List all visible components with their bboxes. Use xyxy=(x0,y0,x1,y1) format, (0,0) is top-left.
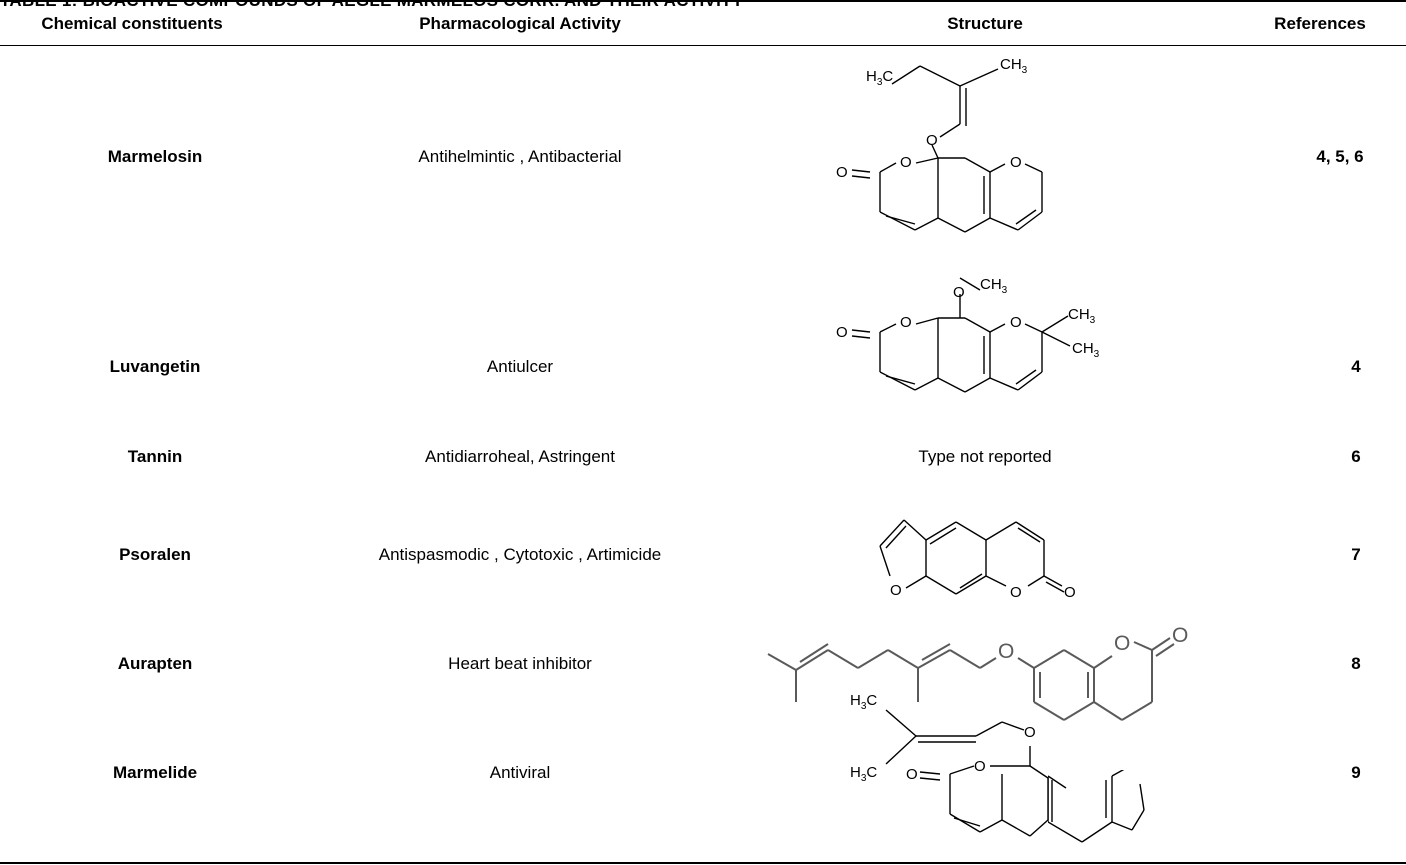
atom-label-o: O xyxy=(953,284,965,301)
references: 7 xyxy=(1351,545,1361,564)
constituent-name: Marmelide xyxy=(112,763,198,782)
psoralen-structure: O O O xyxy=(860,500,1100,615)
luvangetin-structure: CH3 O O O O CH3 CH3 xyxy=(820,270,1100,420)
references: 9 xyxy=(1351,763,1361,782)
atom-label-o: O xyxy=(890,582,902,599)
atom-label-ch3: CH3 xyxy=(1000,56,1028,76)
atom-label-o: O xyxy=(1064,584,1076,601)
pharmacological-activity: Antihelmintic , Antibacterial xyxy=(418,147,622,166)
atom-label-o: O xyxy=(998,640,1015,663)
atom-label-o: O xyxy=(906,766,918,783)
header-structure: Structure xyxy=(947,14,1023,33)
constituent-name: Tannin xyxy=(127,447,183,466)
marmelosin-structure: H3C CH3 O O O O xyxy=(820,52,1080,267)
atom-label-o: O xyxy=(1010,314,1022,331)
header-references: References xyxy=(1274,14,1366,33)
atom-label-o: O xyxy=(836,164,848,181)
constituent-name: Luvangetin xyxy=(109,357,201,376)
atom-label-o: O xyxy=(1172,624,1189,647)
atom-label-ch3: CH3 xyxy=(1072,340,1100,360)
table-caption: TABLE 1: BIOACTIVE COMPOUNDS OF AEGLE MA… xyxy=(0,0,744,10)
atom-label-ch3: CH3 xyxy=(980,276,1008,296)
references: 4 xyxy=(1351,357,1361,376)
constituent-name: Marmelosin xyxy=(107,147,203,166)
pharmacological-activity: Antiulcer xyxy=(486,357,554,376)
atom-label-o: O xyxy=(926,132,938,149)
pharmacological-activity: Antidiarroheal, Astringent xyxy=(425,447,615,466)
atom-label-h3c: H3C xyxy=(850,692,878,712)
constituent-name: Psoralen xyxy=(119,545,191,564)
atom-label-o: O xyxy=(900,314,912,331)
atom-label-h3c: H3C xyxy=(866,68,894,88)
pharmacological-activity: Antiviral xyxy=(489,763,551,782)
atom-label-o: O xyxy=(900,154,912,171)
marmelide-structure-furan xyxy=(1048,770,1158,862)
atom-label-o: O xyxy=(1010,584,1022,601)
references: 4, 5, 6 xyxy=(1316,147,1364,166)
aurapten-structure: O O O xyxy=(762,606,1232,722)
atom-label-o: O xyxy=(974,758,986,775)
table-bottom-rule xyxy=(0,862,1406,864)
table-header: Chemical constituents Pharmacological Ac… xyxy=(0,0,1406,46)
header-pharmacological-activity: Pharmacological Activity xyxy=(419,14,621,33)
references: 6 xyxy=(1351,447,1361,466)
atom-label-o: O xyxy=(836,324,848,341)
atom-label-o: O xyxy=(1010,154,1022,171)
references: 8 xyxy=(1351,654,1361,673)
atom-label-o: O xyxy=(1114,632,1131,655)
pharmacological-activity: Antispasmodic , Cytotoxic , Artimicide xyxy=(378,545,662,564)
constituent-name: Aurapten xyxy=(117,654,193,673)
pharmacological-activity: Heart beat inhibitor xyxy=(448,654,592,673)
atom-label-o: O xyxy=(1024,724,1036,741)
header-chemical-constituents: Chemical constituents xyxy=(41,14,223,33)
structure-note: Type not reported xyxy=(918,447,1052,466)
marmelide-structure: H3C H3C O O O xyxy=(830,686,1050,862)
atom-label-ch3: CH3 xyxy=(1068,306,1096,326)
atom-label-h3c: H3C xyxy=(850,764,878,784)
